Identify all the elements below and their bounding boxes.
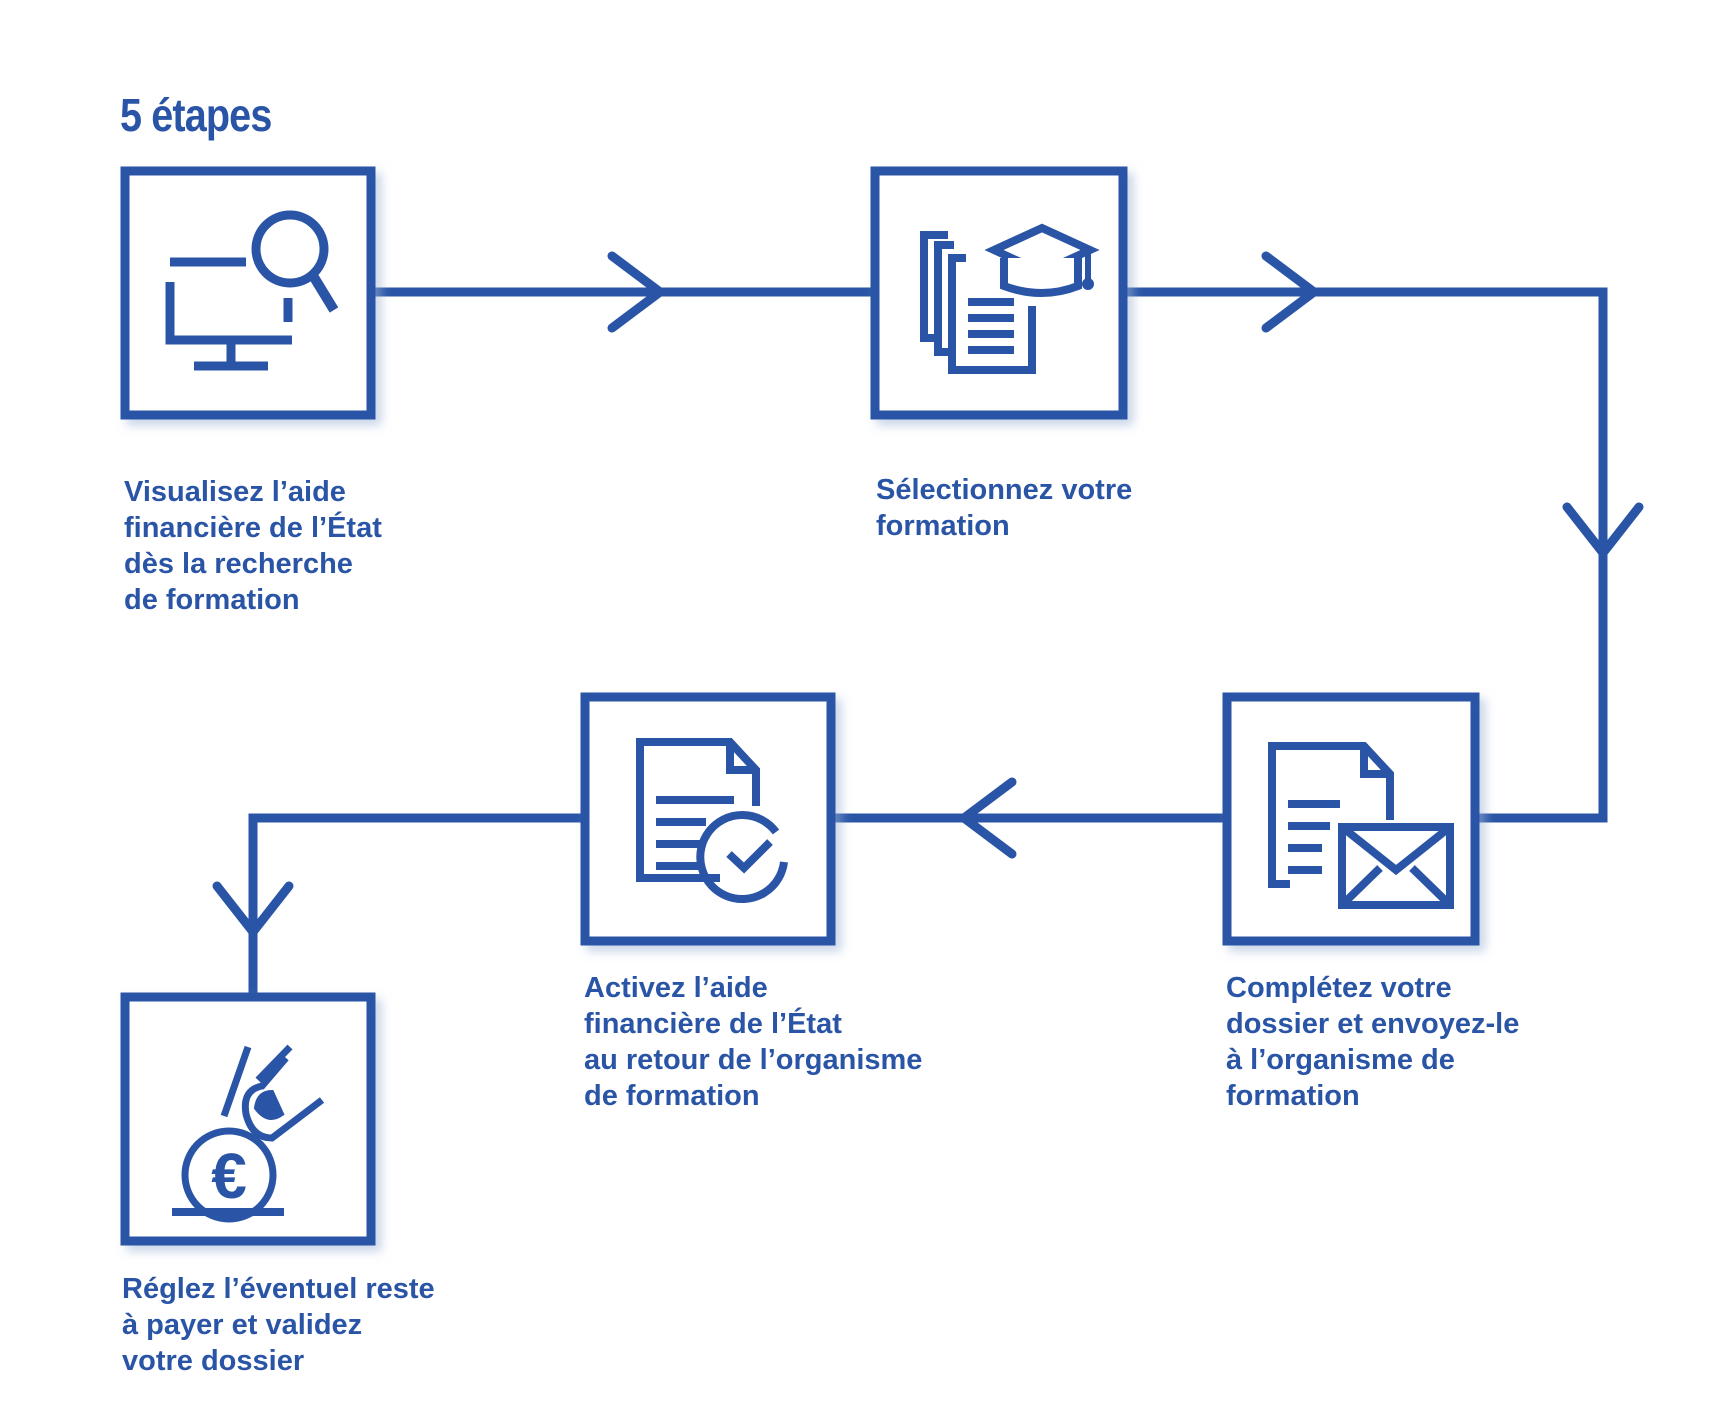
step-4-line-1: Activez l’aide bbox=[584, 972, 768, 1004]
documents-graduation-cap-icon bbox=[920, 223, 1100, 374]
step-4-line-4: de formation bbox=[584, 1080, 760, 1112]
step-5-line-3: votre dossier bbox=[122, 1345, 305, 1377]
step-2-line-2: formation bbox=[876, 510, 1010, 542]
step-5-line-2: à payer et validez bbox=[122, 1309, 363, 1341]
step-3-line-4: formation bbox=[1226, 1080, 1360, 1112]
connector-4-5 bbox=[248, 813, 585, 999]
step-1-box bbox=[120, 166, 376, 420]
step-5-line-1: Réglez l’éventuel reste bbox=[122, 1273, 435, 1305]
step-3-line-1: Complétez votre bbox=[1226, 972, 1452, 1004]
arrow-down-1 bbox=[1562, 502, 1644, 558]
step-4-caption: Activez l’aide financière de l’État au r… bbox=[584, 970, 922, 1114]
step-4-line-2: financière de l’État bbox=[584, 1008, 842, 1040]
step-1-caption: Visualisez l’aide financière de l’État d… bbox=[124, 474, 382, 618]
step-1-line-1: Visualisez l’aide bbox=[124, 476, 346, 508]
document-envelope-icon bbox=[1268, 742, 1454, 909]
step-2-caption: Sélectionnez votre formation bbox=[876, 472, 1132, 544]
arrow-right-2 bbox=[1261, 251, 1319, 333]
step-4-box bbox=[580, 692, 836, 946]
step-4-line-3: au retour de l’organisme bbox=[584, 1044, 923, 1076]
step-1-line-3: dès la recherche bbox=[124, 548, 353, 580]
step-1-line-2: financière de l’État bbox=[124, 512, 382, 544]
step-5-caption: Réglez l’éventuel reste à payer et valid… bbox=[122, 1271, 435, 1379]
arrow-down-2 bbox=[212, 881, 294, 937]
step-2-box bbox=[870, 166, 1128, 420]
diagram-title: 5 étapes bbox=[120, 89, 272, 141]
arrow-left-1 bbox=[959, 777, 1017, 859]
computer-search-icon bbox=[165, 210, 339, 371]
step-1-line-4: de formation bbox=[124, 584, 300, 616]
step-2-line-1: Sélectionnez votre bbox=[876, 474, 1133, 506]
arrow-right-1 bbox=[607, 251, 665, 333]
svg-text:€: € bbox=[211, 1140, 247, 1212]
hand-euro-coin-icon: € bbox=[172, 1044, 325, 1223]
step-3-caption: Complétez votre dossier et envoyez-le à … bbox=[1226, 970, 1519, 1114]
step-3-line-2: dossier et envoyez-le bbox=[1226, 1008, 1520, 1040]
step-3-line-3: à l’organisme de bbox=[1226, 1044, 1455, 1076]
document-check-icon bbox=[636, 738, 788, 904]
